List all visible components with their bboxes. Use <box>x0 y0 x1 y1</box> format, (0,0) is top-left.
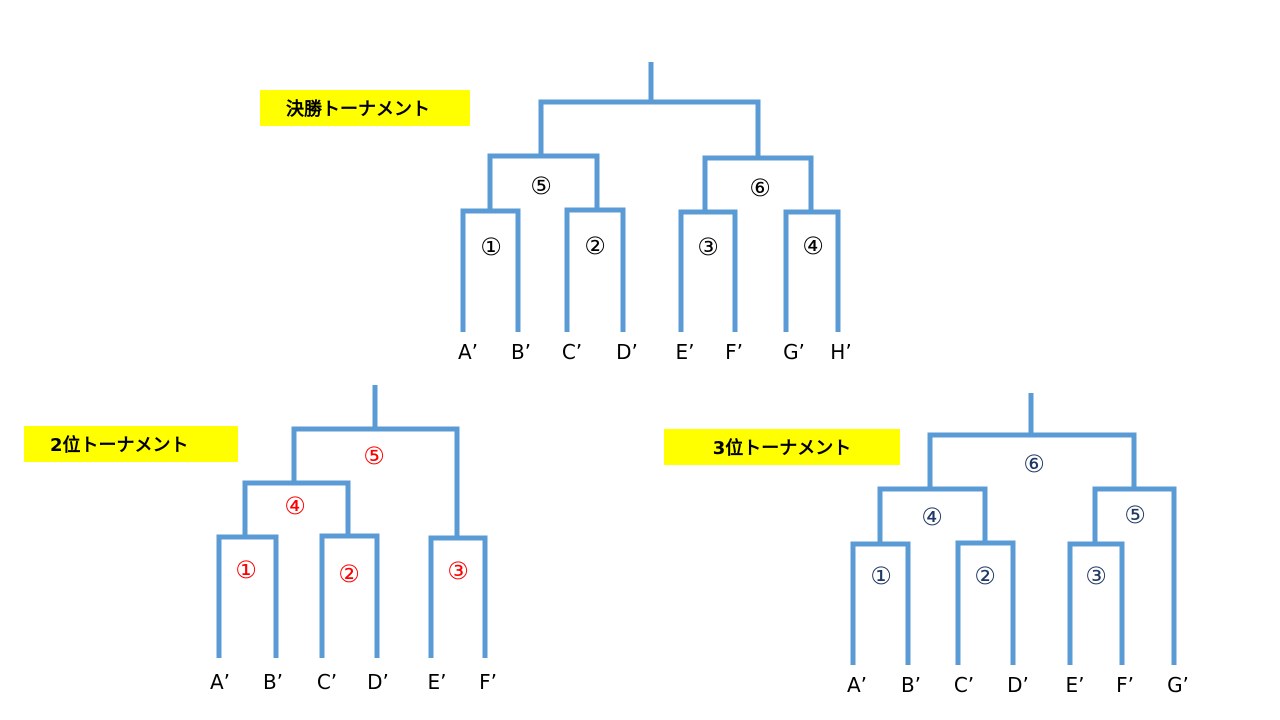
final-match-3-bracket <box>678 209 738 332</box>
final-leaf-G: G’ <box>783 340 805 364</box>
final-leaf-H: H’ <box>830 340 851 364</box>
final-tournament-bracket: ① ② ③ ④ ⑤ ⑥ A’ B’ C’ D’ E’ F’ G’ H’ <box>458 62 852 364</box>
final-leaf-B: B’ <box>511 340 531 364</box>
final-top-connector <box>538 99 761 158</box>
third-top-connector <box>927 432 1137 489</box>
third-place-tournament-title-text: 3位トーナメント <box>712 438 852 459</box>
final-match-6-bracket <box>702 155 814 210</box>
second-match-1-label: ① <box>235 556 257 584</box>
final-match-6-label: ⑥ <box>749 174 771 202</box>
final-match-2-label: ② <box>584 232 606 260</box>
second-match-1-bracket <box>216 534 279 658</box>
third-leaf-D: D’ <box>1007 673 1029 697</box>
second-match-3-bracket <box>428 535 488 658</box>
third-leaf-C: C’ <box>954 673 974 697</box>
final-match-4-bracket <box>783 209 841 332</box>
final-leaf-A: A’ <box>458 340 478 364</box>
second-leaf-E: E’ <box>428 670 447 694</box>
third-match-1-bracket <box>850 541 911 665</box>
third-leaf-G: G’ <box>1167 673 1189 697</box>
second-match-5-label: ⑤ <box>363 442 385 470</box>
second-place-tournament-title-text: 2位トーナメント <box>50 435 189 456</box>
second-match-3-label: ③ <box>447 557 469 585</box>
third-leaf-E: E’ <box>1066 673 1085 697</box>
third-match-5-label: ⑤ <box>1124 501 1146 529</box>
second-leaf-B: B’ <box>263 670 283 694</box>
third-match-4-bracket <box>877 486 988 544</box>
second-match-2-label: ② <box>338 560 360 588</box>
second-top-connector <box>291 426 460 538</box>
second-match-4-label: ④ <box>284 492 306 520</box>
third-match-2-label: ② <box>974 562 996 590</box>
third-leaf-B: B’ <box>901 673 921 697</box>
third-match-1-label: ① <box>870 562 892 590</box>
second-place-tournament-bracket: ① ② ③ ④ ⑤ A’ B’ C’ D’ E’ F’ <box>210 385 497 694</box>
third-place-tournament-title: 3位トーナメント <box>664 429 900 465</box>
second-leaf-A: A’ <box>210 670 230 694</box>
third-match-3-label: ③ <box>1085 562 1107 590</box>
final-leaf-E: E’ <box>676 340 695 364</box>
second-leaf-F: F’ <box>479 670 497 694</box>
final-match-1-bracket <box>460 208 521 332</box>
third-leaf-F: F’ <box>1116 673 1134 697</box>
third-place-tournament-bracket: ① ② ③ ④ ⑤ ⑥ A’ B’ C’ D’ E’ F’ G’ <box>847 393 1189 697</box>
third-match-4-label: ④ <box>921 503 943 531</box>
final-leaf-C: C’ <box>562 340 582 364</box>
second-leaf-C: C’ <box>317 670 337 694</box>
second-place-tournament-title: 2位トーナメント <box>24 426 238 462</box>
final-match-5-bracket <box>487 153 600 210</box>
second-match-4-bracket <box>242 480 351 537</box>
third-match-3-bracket <box>1067 541 1125 665</box>
final-match-4-label: ④ <box>802 232 824 260</box>
third-match-2-bracket <box>955 540 1016 665</box>
final-tournament-title-text: 決勝トーナメント <box>286 99 430 120</box>
final-leaf-F: F’ <box>725 340 743 364</box>
third-match-5-bracket <box>1092 486 1177 665</box>
final-tournament-title: 決勝トーナメント <box>260 90 470 126</box>
third-match-6-label: ⑥ <box>1023 450 1045 478</box>
second-match-2-bracket <box>319 533 380 658</box>
second-leaf-D: D’ <box>367 670 389 694</box>
final-match-2-bracket <box>564 207 626 332</box>
final-match-3-label: ③ <box>697 233 719 261</box>
final-leaf-D: D’ <box>616 340 638 364</box>
final-match-5-label: ⑤ <box>530 172 552 200</box>
third-leaf-A: A’ <box>847 673 867 697</box>
final-match-1-label: ① <box>480 233 502 261</box>
